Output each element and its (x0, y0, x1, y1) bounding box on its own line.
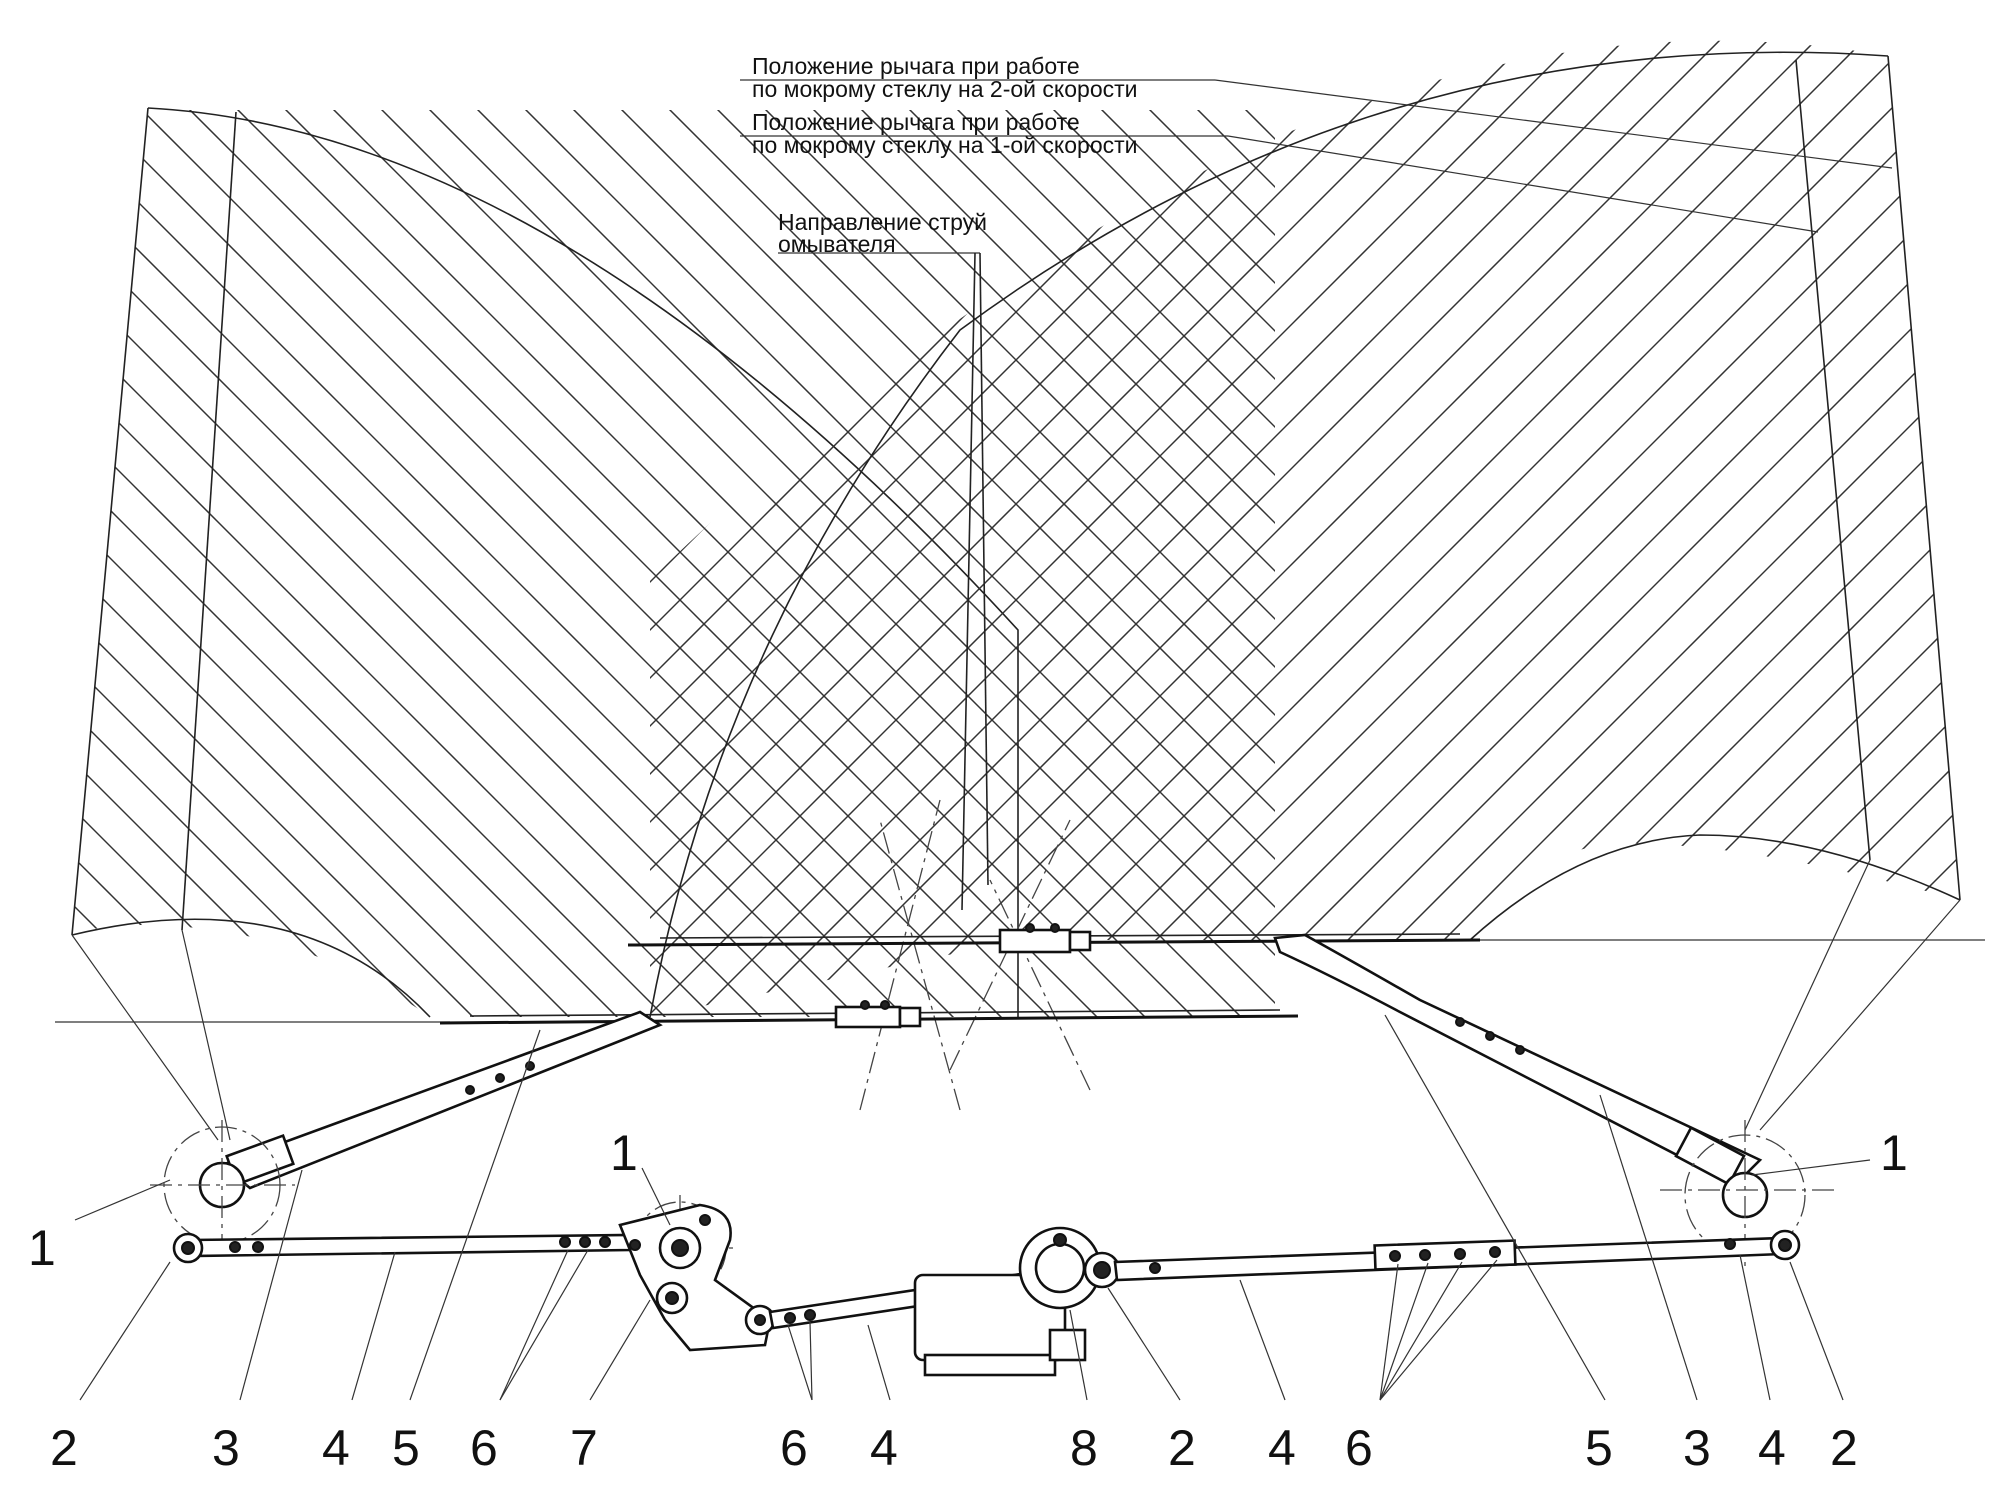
callout-bottom: 7 (570, 1420, 598, 1476)
callout-pivot-left: 1 (28, 1220, 56, 1276)
callout-bottom: 2 (1168, 1420, 1196, 1476)
callout-bottom: 5 (392, 1420, 420, 1476)
callout-bottom: 6 (780, 1420, 808, 1476)
speed2-note-line1: Положение рычага при работе (752, 53, 1080, 79)
callout-pivot-center: 1 (610, 1125, 638, 1181)
jets-note-line2: омывателя (778, 231, 896, 257)
callout-numbers: 1 1 1 2 3 4 5 6 7 6 4 8 2 4 6 5 3 4 2 (28, 1125, 1908, 1476)
washer-jet-lines (859, 799, 1091, 1111)
pivot-marks (150, 1120, 1835, 1300)
left-wiper-arm (198, 1010, 663, 1209)
leader-lines (74, 1014, 1871, 1401)
reference-lines (55, 79, 1985, 1023)
speed1-note-line1: Положение рычага при работе (752, 109, 1080, 135)
callout-bottom: 8 (1070, 1420, 1098, 1476)
motor-reducer (913, 1226, 1121, 1377)
callout-bottom: 4 (322, 1420, 350, 1476)
right-wiper-arm (1273, 933, 1769, 1219)
callout-bottom: 3 (212, 1420, 240, 1476)
left-wiper-blade (439, 1000, 1299, 1029)
speed1-note-line2: по мокрому стеклу на 1-ой скорости (752, 132, 1138, 158)
speed2-note-line2: по мокрому стеклу на 2-ой скорости (752, 76, 1138, 102)
callout-bottom: 2 (50, 1420, 78, 1476)
callout-bottom: 4 (1758, 1420, 1786, 1476)
intermediate-lever (618, 1203, 776, 1352)
callout-bottom: 5 (1585, 1420, 1613, 1476)
callout-bottom: 4 (1268, 1420, 1296, 1476)
callout-bottom: 3 (1683, 1420, 1711, 1476)
right-connecting-rod (1113, 1229, 1801, 1282)
left-connecting-rod (172, 1232, 632, 1264)
callout-bottom: 2 (1830, 1420, 1858, 1476)
jets-note-line1: Направление струй (778, 209, 987, 235)
callout-bottom: 4 (870, 1420, 898, 1476)
callout-bottom: 6 (470, 1420, 498, 1476)
callout-pivot-right: 1 (1880, 1125, 1908, 1181)
sweep-rays (71, 859, 1961, 1141)
right-wiper-blade (627, 923, 1481, 954)
callout-bottom: 6 (1345, 1420, 1373, 1476)
position-annotations: Положение рычага при работе по мокрому с… (752, 53, 1138, 257)
